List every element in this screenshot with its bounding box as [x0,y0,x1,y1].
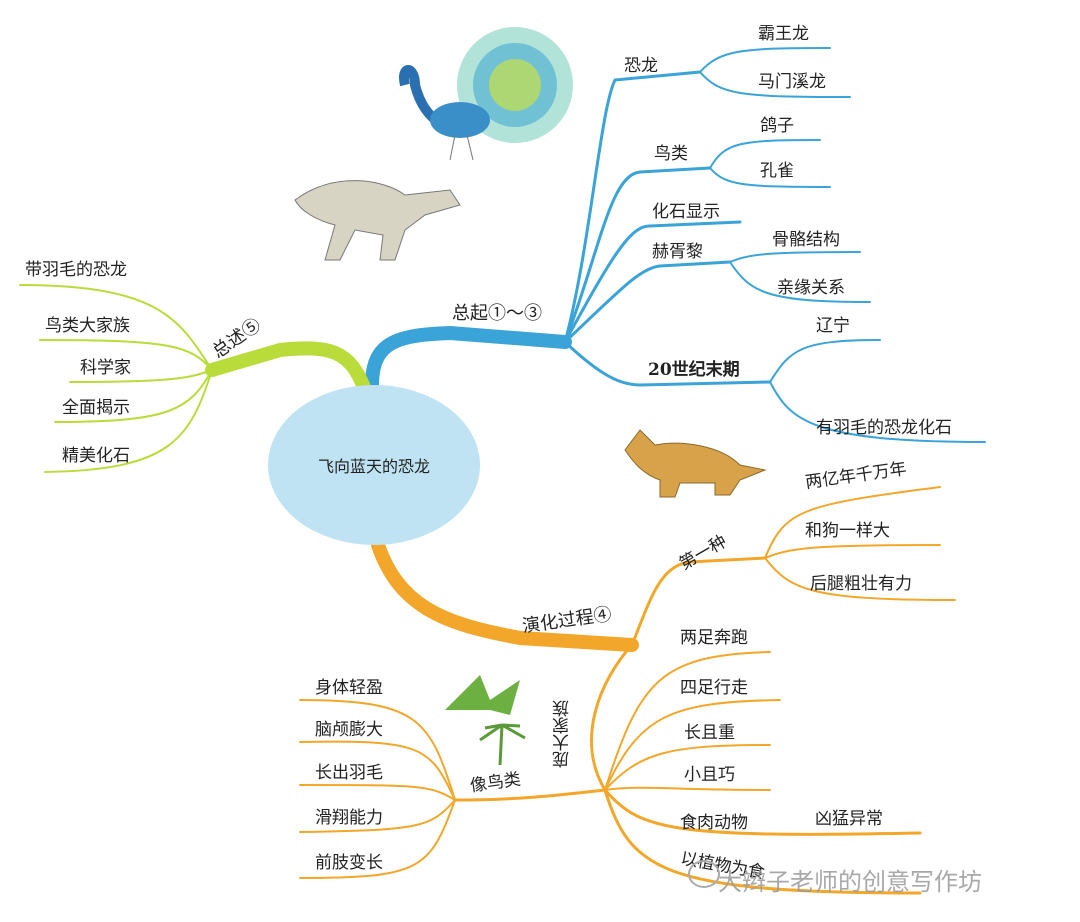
pterosaur-illustration [445,675,526,766]
node-strong-hind-legs: 后腿粗壮有力 [810,574,912,594]
node-ferocious: 凶猛异常 [815,809,883,829]
blue-branch-label: 总起①～③ [452,303,542,324]
tyrannosaurus-illustration [294,180,461,261]
node-dinosaur: 恐龙 [624,56,658,76]
node-grow-feathers: 长出羽毛 [315,763,383,783]
node-light-body: 身体轻盈 [315,678,383,698]
node-dog-size: 和狗一样大 [805,521,890,541]
triceratops-illustration [624,429,767,498]
node-feathered-dinosaur: 带羽毛的恐龙 [25,260,127,280]
node-gliding: 滑翔能力 [315,808,383,828]
node-fossil-evidence: 化石显示 [652,202,720,222]
green-branch-lines [19,284,372,473]
wechat-icon [688,860,720,888]
node-quadrupedal: 四足行走 [680,678,748,698]
node-mamenchisaurus: 马门溪龙 [758,72,826,92]
node-kinship: 亲缘关系 [777,278,845,298]
node-longer-forelimbs: 前肢变长 [315,853,383,873]
node-pigeon: 鸽子 [760,116,794,136]
node-feathered-fossil: 有羽毛的恐龙化石 [816,418,952,438]
node-enlarged-brain: 脑颅膨大 [315,720,383,740]
node-scientists: 科学家 [80,358,131,378]
watermark: 大辫子老师的创意写作坊 [718,868,982,896]
node-small-agile: 小且巧 [684,765,735,785]
node-liaoning: 辽宁 [816,316,850,336]
node-fine-fossils: 精美化石 [62,446,130,466]
central-topic-label: 飞向蓝天的恐龙 [317,457,430,476]
node-peacock: 孔雀 [760,161,794,181]
node-bipedal: 两足奔跑 [680,628,748,648]
node-birds: 鸟类 [654,144,688,164]
node-bird-family: 鸟类大家族 [45,316,130,336]
node-huge-family: 庞大家族 [553,700,573,768]
blue-branch-lines [365,47,986,443]
node-huxley: 赫胥黎 [652,242,703,262]
node-skeleton: 骨骼结构 [772,230,840,250]
node-full-reveal: 全面揭示 [62,398,130,418]
orange-branch-lines [299,486,956,895]
node-carnivores: 食肉动物 [680,813,748,833]
node-long-heavy: 长且重 [684,723,735,743]
node-late-20th-century: 20世纪末期 [648,360,740,380]
peacock-illustration [399,27,573,161]
node-trex: 霸王龙 [758,24,809,44]
central-topic: 飞向蓝天的恐龙 [268,385,480,545]
